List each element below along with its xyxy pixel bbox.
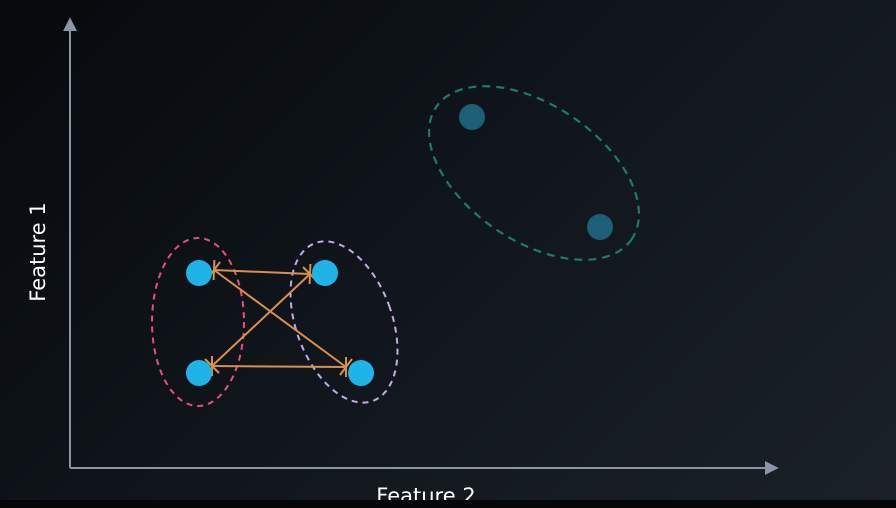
x-axis-label: Feature 2 [376,484,476,508]
cluster-left-outline [151,237,245,407]
point-middle-bottom [348,360,374,386]
link-bottom [211,365,347,368]
link-diagonal-down [213,269,347,368]
point-far-bottom [587,214,613,240]
y-axis-label: Feature 1 [26,202,50,302]
link-diagonal-down-cap-end [339,358,353,376]
link-top [213,269,311,275]
cluster-far-outline [427,85,641,261]
cluster-middle-outline [289,240,399,404]
point-far-top [459,104,485,130]
pairwise-links [204,259,353,377]
point-left-bottom [186,360,212,386]
point-middle-top [312,260,338,286]
link-diagonal-up [211,273,311,367]
link-diagonal-up-cap-start [204,358,220,374]
point-left-top [186,260,212,286]
